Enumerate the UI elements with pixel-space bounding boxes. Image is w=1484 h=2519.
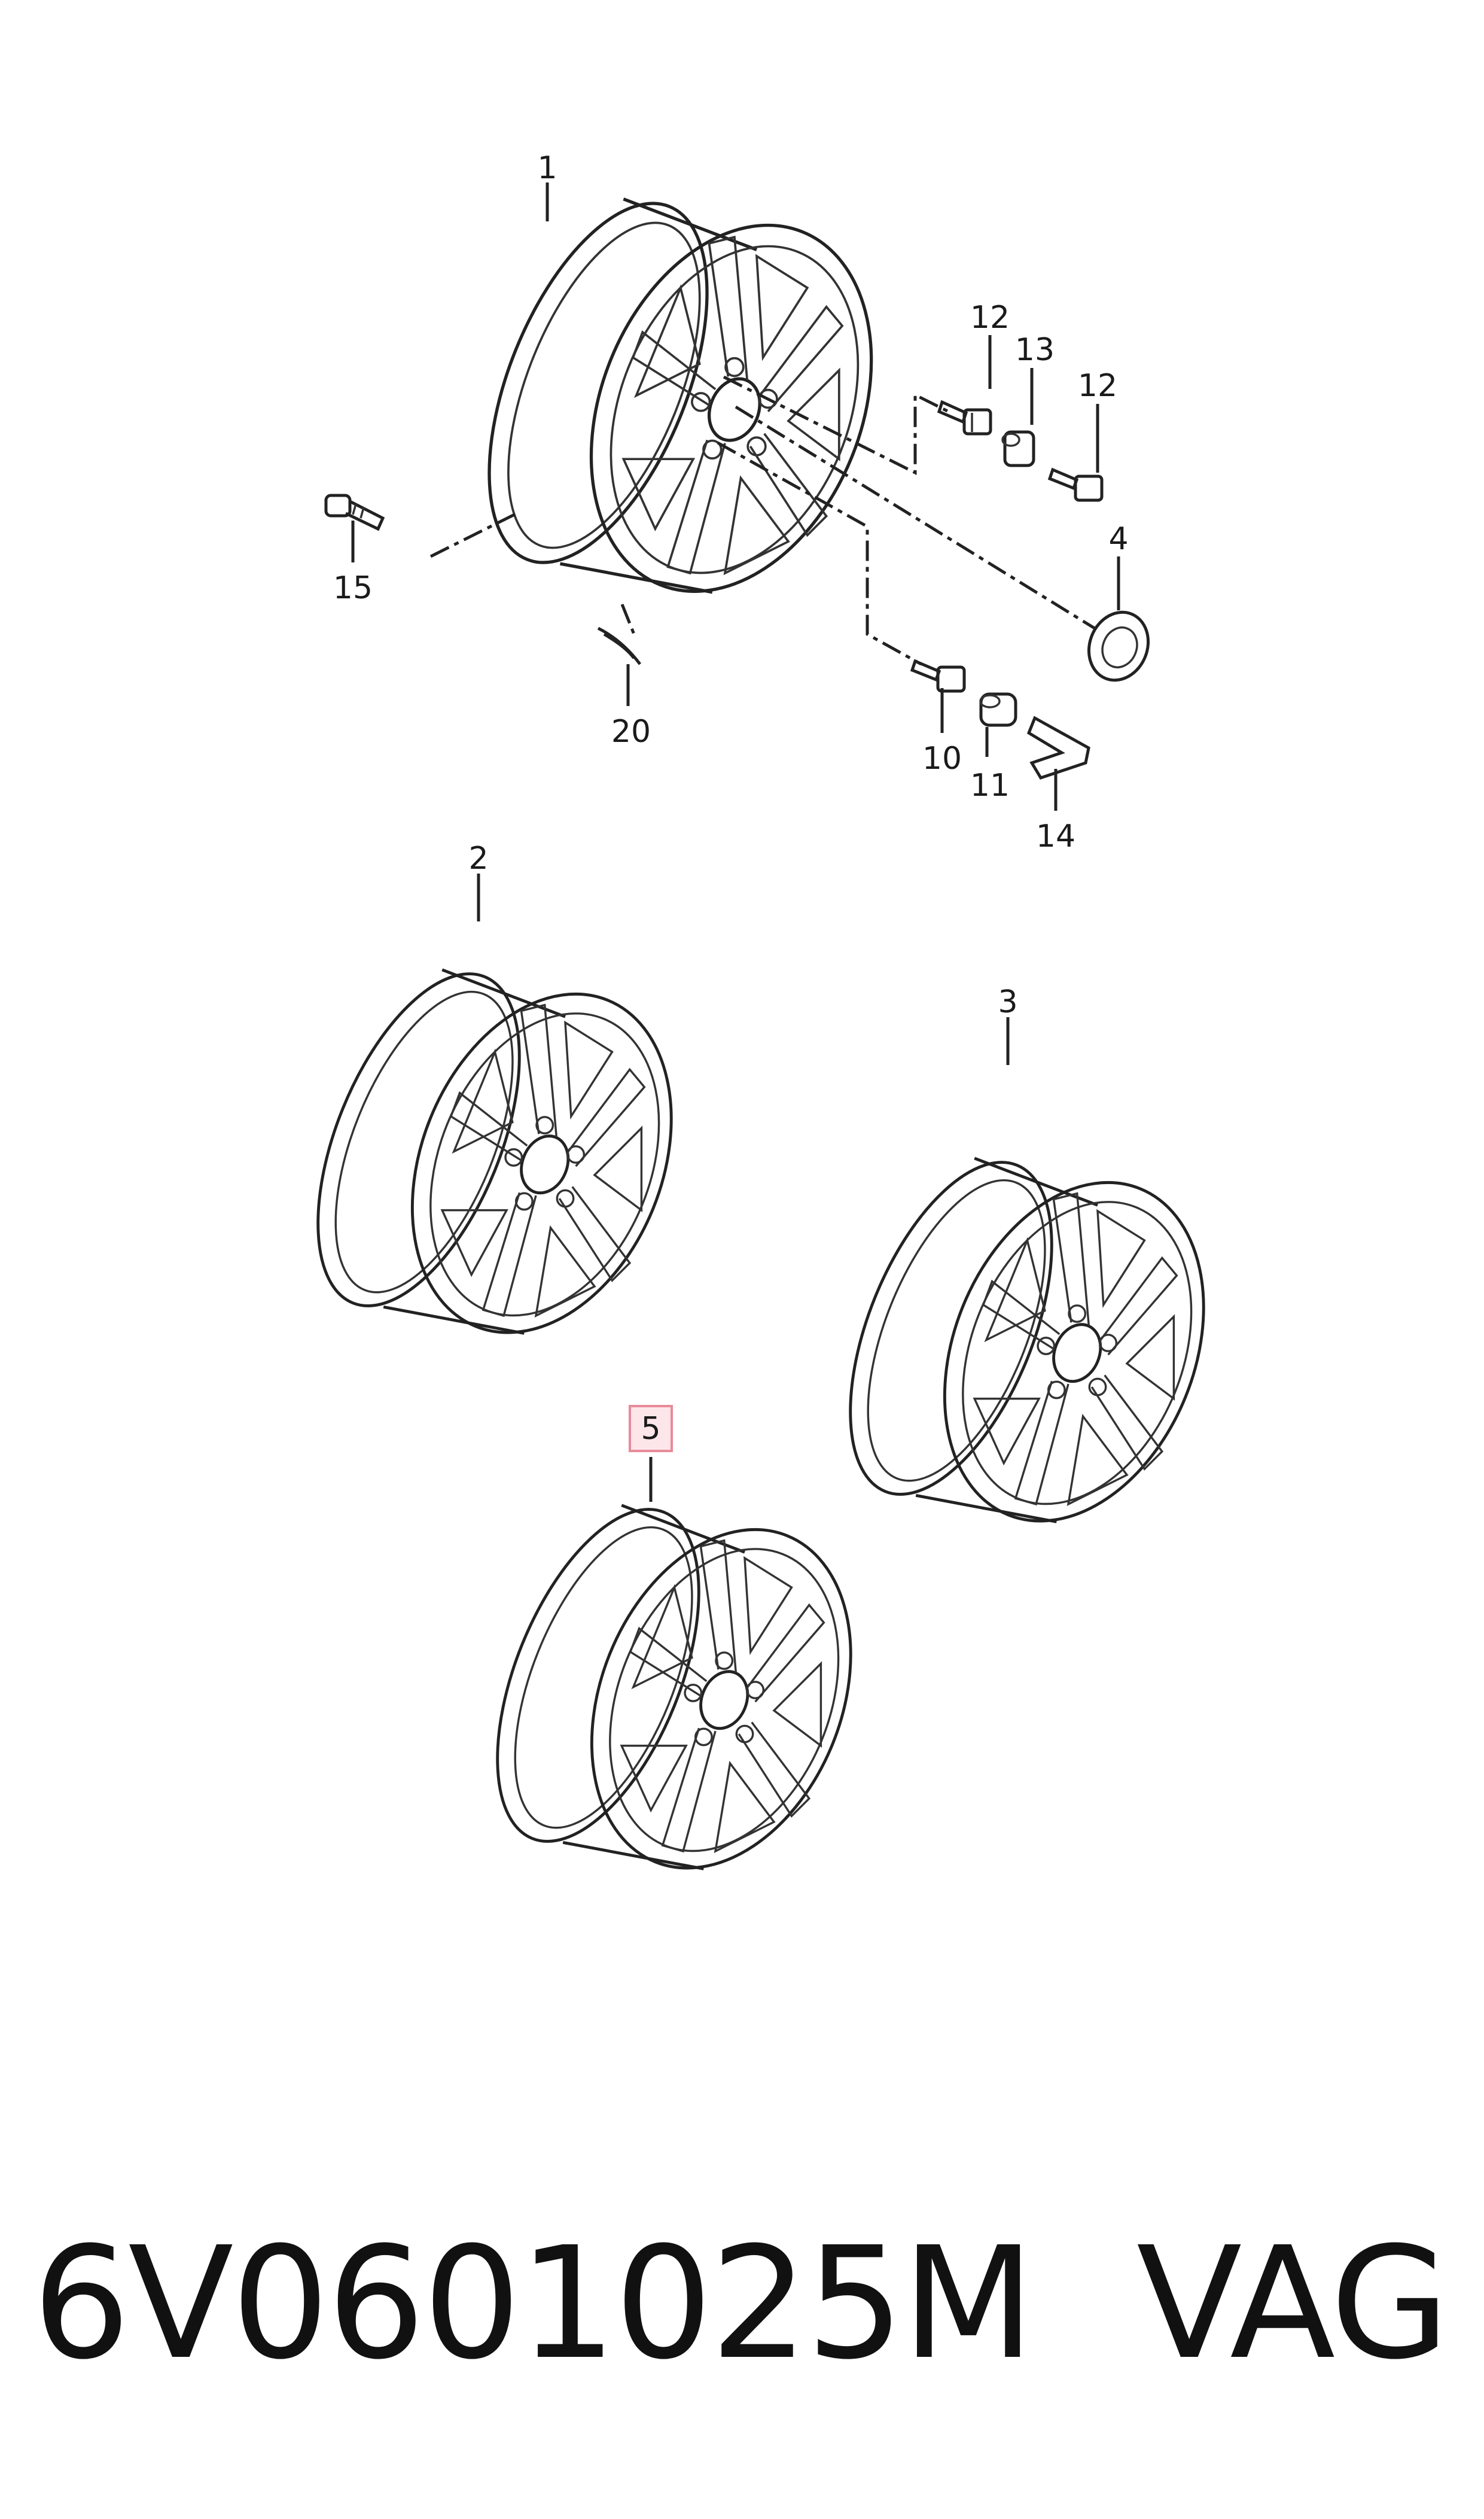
callout-14: 14	[1036, 819, 1075, 854]
callout-12b: 12	[1078, 368, 1117, 404]
callout-5-highlight	[629, 1405, 673, 1452]
locking-nut-13	[1001, 430, 1035, 467]
removal-tool-14	[1026, 716, 1090, 780]
leader-lines	[429, 375, 1096, 666]
callout-12a: 12	[970, 300, 1010, 336]
callout-1: 1	[537, 150, 557, 186]
center-cap-4	[1087, 610, 1150, 682]
bolt-12b	[1047, 467, 1104, 502]
bolt-cap-11	[979, 692, 1017, 727]
bolt-12a	[937, 400, 992, 436]
callout-15: 15	[333, 570, 373, 606]
callout-2: 2	[468, 841, 488, 877]
callout-13: 13	[1015, 332, 1055, 368]
callout-10: 10	[922, 741, 962, 777]
part-number: 6V0601025M	[32, 2214, 1035, 2393]
callout-ticks	[351, 182, 1120, 1502]
bolt-10	[910, 659, 966, 693]
callout-5: 5	[641, 1411, 660, 1447]
callout-4: 4	[1108, 521, 1128, 557]
callout-20: 20	[611, 714, 651, 750]
clip-20	[597, 626, 641, 665]
brand-name: VAG	[1136, 2214, 1450, 2393]
wheel-1	[444, 174, 923, 634]
wheel-5	[456, 1481, 899, 1907]
callout-3: 3	[998, 984, 1017, 1020]
wheel-3	[809, 1134, 1252, 1560]
valve-stem-15	[324, 494, 385, 531]
wheel-2	[277, 946, 720, 1371]
callout-11: 11	[970, 768, 1010, 804]
